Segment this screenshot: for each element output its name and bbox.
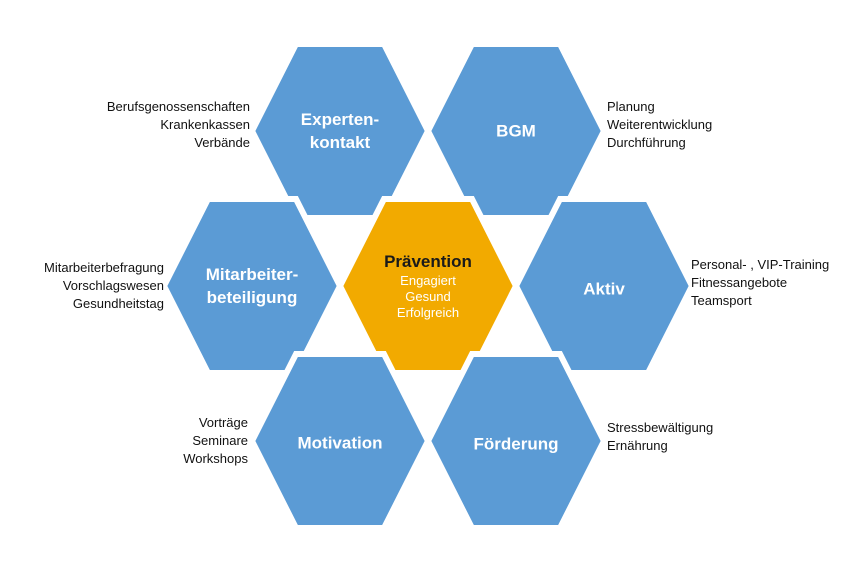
mitarbeiterbeteiligung-notes: Mitarbeiterbefragung Vorschlagswesen Ges…: [44, 259, 164, 313]
note-krankenkassen: Krankenkassen: [160, 117, 250, 132]
bgm-title: BGM: [496, 120, 536, 143]
foerderung-title-line-1: Förderung: [473, 434, 559, 454]
note-ernaehrung: Ernährung: [607, 438, 668, 453]
note-fitnessangebote: Fitnessangebote: [691, 275, 788, 290]
note-mitarbeiterbefragung: Mitarbeiterbefragung: [44, 260, 164, 275]
note-gesundheitstag: Gesundheitstag: [72, 296, 164, 311]
note-personal-vip-training: Personal- , VIP-Training: [691, 257, 830, 272]
praevention-line-gesund: Gesund: [405, 289, 451, 304]
bgm-notes: Planung Weiterentwicklung Durchführung: [607, 98, 712, 152]
aktiv-title: Aktiv: [583, 278, 625, 301]
foerderung-notes: Stressbewältigung Ernährung: [607, 419, 713, 455]
mitarbeiterbeteiligung-title: Mitarbeiter- beteiligung: [206, 263, 299, 309]
bgm-title-line-1: BGM: [496, 121, 536, 141]
note-stressbewaeltigung: Stressbewältigung: [607, 420, 714, 435]
praevention-content: Prävention Engagiert Gesund Erfolgreich: [384, 251, 472, 321]
hexagon-aktiv[interactable]: [512, 196, 696, 376]
mitarbeiterbeteiligung-title-line-1: Mitarbeiter-: [205, 265, 299, 284]
foerderung-title: Förderung: [474, 433, 559, 456]
note-workshops: Workshops: [183, 451, 248, 466]
hexagon-motivation[interactable]: [248, 351, 432, 531]
motivation-title-line-1: Motivation: [297, 433, 383, 453]
motivation-notes: Vorträge Seminare Workshops: [183, 414, 248, 468]
expertenkontakt-notes: Berufsgenossenschaften Krankenkassen Ver…: [107, 98, 250, 152]
aktiv-title-line-1: Aktiv: [583, 279, 625, 299]
note-verbaende: Verbände: [194, 135, 250, 150]
note-teamsport: Teamsport: [691, 293, 752, 308]
praevention-title: Prävention: [384, 252, 472, 271]
praevention-line-engagiert: Engagiert: [400, 273, 456, 288]
expertenkontakt-title-line-1: Experten-: [300, 110, 380, 129]
note-planung: Planung: [607, 99, 655, 114]
note-vorschlagswesen: Vorschlagswesen: [62, 278, 164, 293]
expertenkontakt-title: Experten- kontakt: [301, 108, 379, 154]
note-weiterentwicklung: Weiterentwicklung: [607, 117, 713, 132]
praevention-line-erfolgreich: Erfolgreich: [396, 305, 460, 320]
note-vortraege: Vorträge: [198, 415, 248, 430]
note-berufsgenossenschaften: Berufsgenossenschaften: [106, 99, 250, 114]
note-durchfuehrung: Durchführung: [607, 135, 686, 150]
mitarbeiterbeteiligung-title-line-2: beteiligung: [206, 288, 298, 307]
expertenkontakt-title-line-2: kontakt: [309, 133, 371, 152]
hexagon-foerderung[interactable]: [424, 351, 608, 531]
note-seminare: Seminare: [192, 433, 248, 448]
aktiv-notes: Personal- , VIP-Training Fitnessangebote…: [691, 256, 829, 310]
motivation-title: Motivation: [298, 432, 383, 455]
